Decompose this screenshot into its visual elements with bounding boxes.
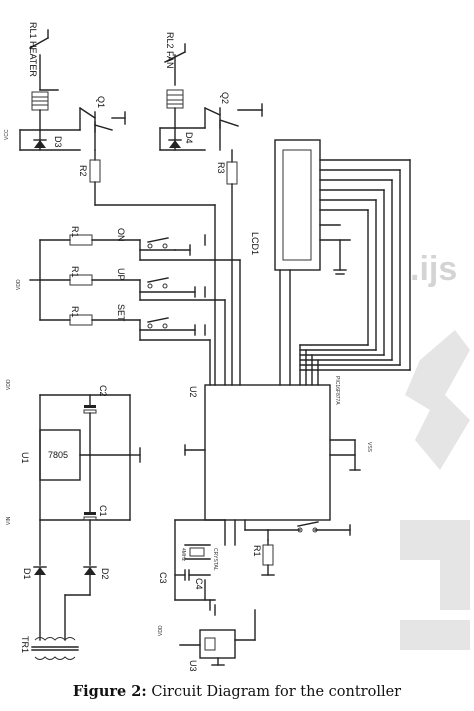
- vdd-net-2: VDD: [6, 379, 12, 390]
- q1-label: Q1: [96, 96, 106, 108]
- vss-net-u2: VSS: [366, 442, 372, 453]
- regulator-u1: 7805 U1 VDD VIN: [6, 379, 131, 525]
- u1-body: 7805: [48, 450, 68, 460]
- vdd-net-u3: VDD: [158, 625, 164, 636]
- transistor-q2: Q2: [204, 92, 263, 151]
- sensor-u3: U3 VDD: [158, 609, 256, 672]
- tr1-label: TR1: [20, 636, 30, 653]
- transformer-tr1: TR1: [20, 636, 79, 660]
- resistor-r3: R3: [216, 149, 238, 386]
- button-up-circuit: R1 UP VDD: [16, 266, 226, 386]
- c3-label: C3: [158, 572, 168, 584]
- d1-label: D1: [22, 568, 32, 580]
- u2-part: PIC16F877A: [334, 376, 340, 405]
- reset-circuit: R1: [252, 521, 351, 576]
- r1-reset-label: R1: [252, 545, 262, 557]
- figure-caption: Figure 2: Circuit Diagram for the contro…: [0, 683, 474, 700]
- rl1-label: RL1 HEATER: [28, 22, 38, 77]
- up-button-label: UP: [116, 268, 126, 281]
- watermark: .ijs: [400, 250, 470, 650]
- diode-d4: D4: [159, 107, 206, 151]
- button-on-circuit: R1 ON: [39, 226, 241, 386]
- diode-d2: D2: [64, 519, 110, 641]
- vdd-net-btn: VDD: [16, 279, 22, 290]
- watermark-text: .ijs: [410, 250, 457, 288]
- resistor-r2: R2: [78, 149, 216, 386]
- c1-label: C1: [98, 505, 108, 517]
- capacitor-c2: C2: [83, 385, 108, 456]
- diode-d1: D1: [22, 519, 47, 641]
- r2-label: R2: [78, 165, 88, 177]
- figure-caption-text: Circuit Diagram for the controller: [151, 684, 402, 700]
- lcd-label: LCD1: [250, 232, 260, 255]
- xtal-freq: 4MHz: [180, 548, 186, 562]
- u1-label: U1: [20, 452, 30, 464]
- d3-label: D3: [53, 136, 63, 148]
- set-button-label: SET: [116, 304, 126, 322]
- ground-symbols: [124, 103, 263, 616]
- relay-rl1: RL1 HEATER: [28, 22, 59, 111]
- c4-label: C4: [194, 578, 204, 590]
- r1-up-label: R1: [70, 266, 80, 278]
- d2-label: D2: [100, 568, 110, 580]
- transistor-q1: Q1: [79, 96, 126, 151]
- vcc-net-1: VCC: [4, 129, 10, 140]
- figure-caption-label: Figure 2:: [72, 683, 147, 700]
- u3-label: U3: [188, 660, 198, 672]
- lcd-data-bus: [299, 344, 411, 386]
- q2-label: Q2: [220, 92, 230, 104]
- crystal-oscillator: 4MHz CRYSTAL C3 C4: [158, 519, 226, 611]
- u2-label: U2: [188, 386, 198, 398]
- capacitor-c1: C1: [83, 454, 108, 521]
- r1-set-label: R1: [70, 306, 80, 318]
- r1-on-label: R1: [70, 226, 80, 238]
- d4-label: D4: [184, 132, 194, 144]
- relay-rl2: RL2 FAN: [164, 32, 186, 109]
- c2-label: C2: [98, 385, 108, 397]
- button-set-circuit: R1 SET: [39, 304, 211, 386]
- lcd-module: LCD1: [250, 139, 411, 386]
- crystal-label: CRYSTAL: [212, 548, 218, 571]
- on-button-label: ON: [116, 228, 126, 242]
- rl2-label: RL2 FAN: [165, 32, 175, 69]
- microcontroller-u2: U2 PIC16F877A VSS: [184, 376, 372, 546]
- vin-net: VIN: [6, 516, 12, 525]
- diode-d3: D3 VCC: [4, 109, 81, 151]
- r3-label: R3: [216, 162, 226, 174]
